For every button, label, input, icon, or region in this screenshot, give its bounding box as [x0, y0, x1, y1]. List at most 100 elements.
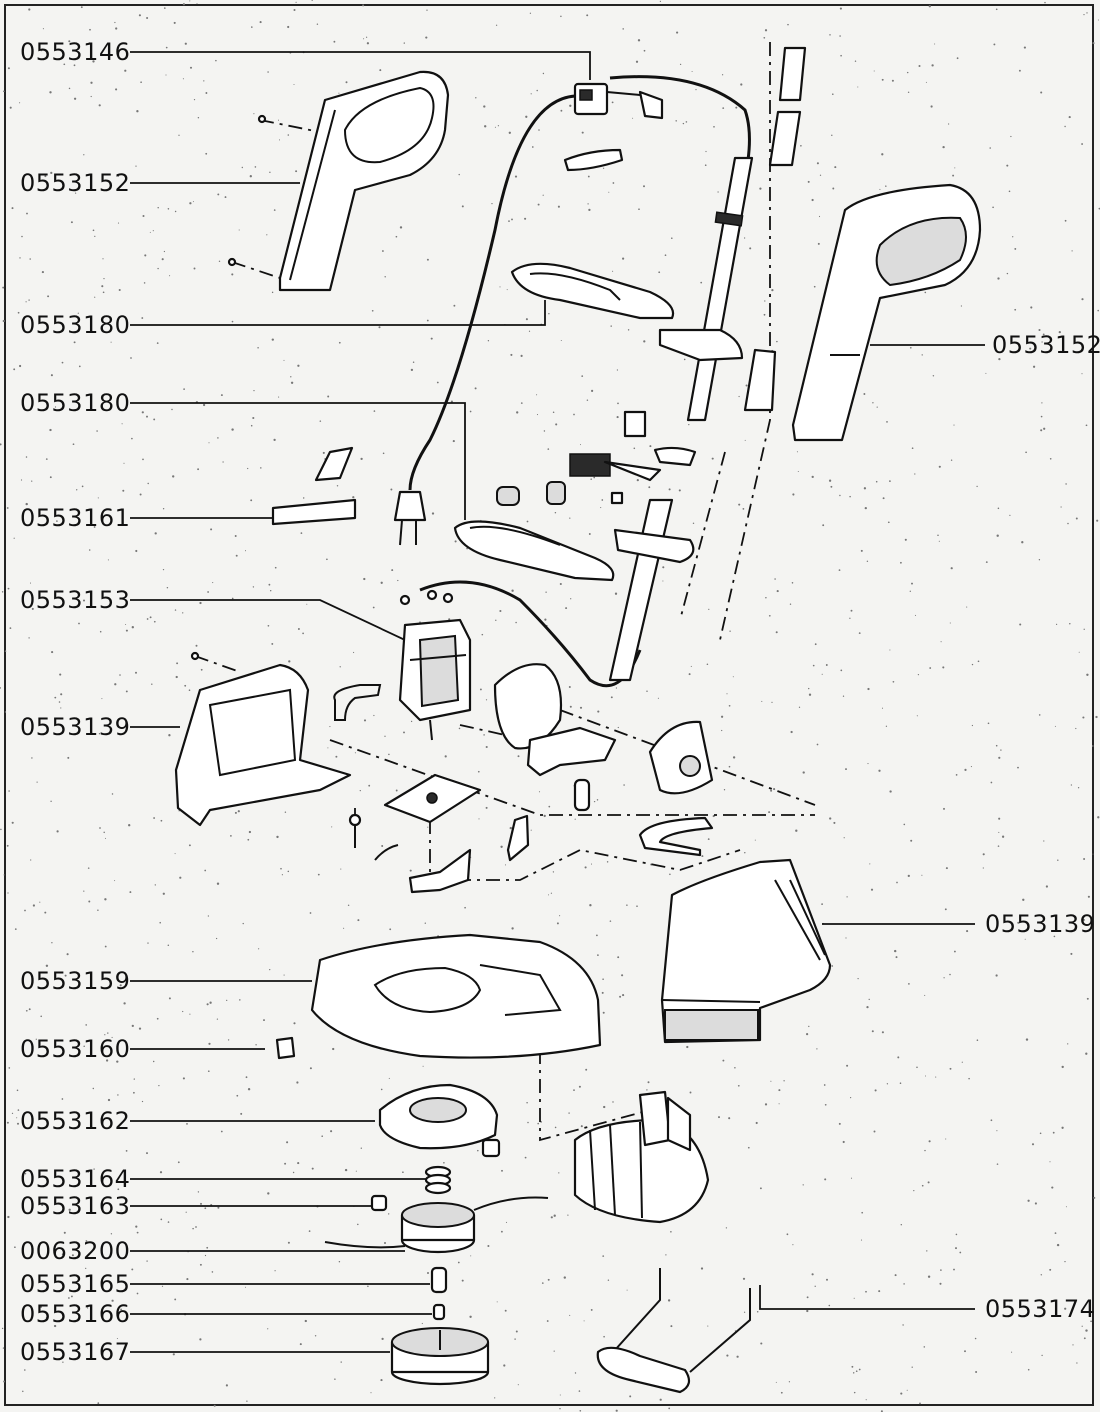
speckle-dot [200, 1202, 202, 1205]
speckle-dot [776, 590, 779, 593]
speckle-dot [924, 1149, 926, 1152]
speckle-dot [728, 765, 731, 768]
speckle-dot [293, 8, 296, 12]
speckle-dot [617, 402, 619, 405]
speckle-dot [759, 187, 762, 190]
speckle-dot [380, 1379, 383, 1382]
speckle-dot [997, 507, 1000, 510]
speckle-dot [308, 1230, 311, 1232]
speckle-dot [929, 667, 932, 669]
speckle-dot [956, 57, 959, 60]
speckle-dot [231, 320, 234, 323]
speckle-dot [409, 869, 412, 872]
speckle-dot [1038, 328, 1041, 332]
speckle-dot [586, 14, 589, 17]
speckle-dot [7, 892, 9, 894]
speckle-dot [1067, 522, 1069, 525]
speckle-dot [964, 1350, 966, 1353]
speckle-dot [903, 823, 906, 826]
speckle-dot [832, 187, 835, 190]
speckle-dot [111, 793, 114, 795]
speckle-dot [222, 461, 224, 463]
speckle-dot [367, 1285, 369, 1288]
speckle-dot [14, 928, 17, 930]
speckle-dot [101, 698, 103, 700]
speckle-dot [764, 1103, 768, 1106]
speckle-dot [554, 511, 557, 514]
speckle-dot [930, 105, 933, 108]
speckle-dot [600, 507, 602, 509]
speckle-dot [168, 997, 171, 1000]
speckle-dot [300, 532, 303, 534]
left-housing-half [174, 651, 382, 827]
speckle-dot [379, 69, 382, 72]
speckle-dot [24, 1369, 26, 1371]
part-label-clip: 0553160 [20, 1035, 131, 1063]
speckle-dot [649, 445, 652, 448]
speckle-dot [597, 710, 600, 713]
speckle-dot [412, 361, 415, 363]
part-label-cap: 0553167 [20, 1338, 131, 1366]
speckle-dot [919, 1402, 921, 1405]
speckle-dot [146, 1260, 148, 1262]
speckle-dot [511, 589, 514, 592]
speckle-dot [826, 1278, 828, 1281]
speckle-dot [388, 1077, 390, 1079]
speckle-dot [87, 1171, 89, 1173]
speckle-dot [800, 144, 802, 147]
speckle-dot [732, 676, 734, 678]
speckle-dot [569, 517, 571, 519]
speckle-dot [238, 229, 240, 231]
speckle-dot [1041, 402, 1043, 404]
speckle-dot [278, 139, 281, 141]
speckle-dot [163, 7, 166, 9]
speckle-dot [1053, 935, 1056, 938]
speckle-dot [199, 1338, 202, 1341]
speckle-dot [118, 288, 121, 292]
speckle-dot [596, 799, 599, 801]
speckle-dot [31, 513, 34, 516]
speckle-dot [1083, 14, 1085, 16]
speckle-dot [704, 164, 707, 167]
speckle-dot [870, 888, 874, 891]
speckle-dot [461, 205, 464, 208]
speckle-dot [550, 1216, 553, 1219]
speckle-dot [78, 365, 81, 368]
speckle-dot [909, 590, 911, 592]
speckle-dot [842, 1140, 845, 1144]
speckle-dot [998, 357, 1001, 361]
speckle-dot [603, 1335, 605, 1338]
speckle-dot [1040, 1274, 1043, 1276]
speckle-dot [574, 818, 576, 820]
speckle-dot [527, 1121, 529, 1124]
speckle-dot [763, 313, 766, 316]
part-label-spool-housing: 0553162 [20, 1107, 131, 1135]
speckle-dot [153, 620, 156, 623]
speckle-dot [552, 871, 555, 873]
speckle-dot [239, 999, 241, 1001]
speckle-dot [942, 666, 945, 669]
speckle-dot [189, 1013, 191, 1015]
speckle-dot [1043, 427, 1046, 430]
speckle-dot [430, 337, 433, 340]
speckle-dot [1069, 623, 1071, 625]
speckle-dot [149, 616, 152, 619]
speckle-dot [292, 1171, 295, 1174]
speckle-dot [53, 1324, 57, 1328]
speckle-dot [990, 781, 993, 784]
speckle-dot [306, 603, 308, 605]
speckle-dot [335, 755, 338, 758]
speckle-dot [487, 1244, 490, 1248]
speckle-dot [996, 1163, 999, 1165]
speckle-dot [623, 784, 625, 786]
speckle-dot [728, 1117, 731, 1120]
speckle-dot [914, 473, 916, 475]
speckle-dot [866, 1005, 869, 1009]
speckle-dot [638, 208, 640, 211]
speckle-dot [860, 549, 863, 552]
speckle-dot [689, 1091, 692, 1094]
speckle-dot [1092, 853, 1094, 855]
speckle-dot [99, 630, 102, 633]
speckle-dot [246, 1400, 248, 1402]
speckle-dot [202, 403, 206, 407]
